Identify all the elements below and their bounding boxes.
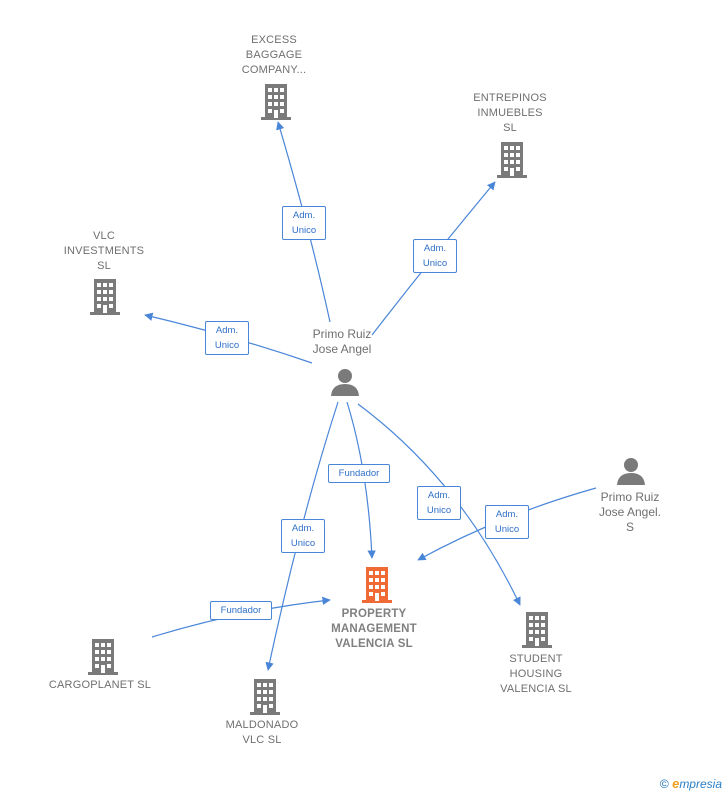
node-label-maldonado[interactable]: MALDONADO VLC SL	[225, 719, 299, 746]
edge-label-adm-entrepinos: Adm. Unico	[413, 239, 457, 273]
building-icon-maldonado	[250, 679, 280, 720]
building-icon-vlc	[90, 279, 120, 320]
node-label-excess[interactable]: EXCESS BAGGAGE COMPANY...	[241, 34, 307, 76]
node-label-property[interactable]: PROPERTY MANAGEMENT VALENCIA SL	[331, 608, 417, 650]
edge-label-adm-excess: Adm. Unico	[282, 206, 326, 240]
edge-label-fundador-property: Fundador	[328, 464, 390, 483]
copyright-icon: ©	[659, 777, 669, 791]
edge-label-adm-student: Adm. Unico	[417, 486, 461, 520]
brand-initial: e	[672, 776, 680, 791]
empresia-logo[interactable]: © empresia	[660, 776, 722, 791]
node-label-student[interactable]: STUDENT HOUSING VALENCIA SL	[500, 653, 572, 695]
building-icon-entrepinos	[497, 142, 527, 183]
building-icon-excess	[261, 84, 291, 125]
building-icon-cargoplanet	[88, 639, 118, 680]
person-icon-main	[330, 367, 360, 402]
edge-label-adm-vlc: Adm. Unico	[205, 321, 249, 355]
node-label-cargoplanet[interactable]: CARGOPLANET SL	[48, 679, 152, 691]
person-label-main[interactable]: Primo Ruiz Jose Angel	[312, 327, 372, 356]
building-icon-student	[522, 612, 552, 653]
edge-label-adm-person-s: Adm. Unico	[485, 505, 529, 539]
person-label-s[interactable]: Primo Ruiz Jose Angel. S	[598, 490, 662, 534]
building-icon-property	[362, 567, 392, 608]
brand-rest: mpresia	[679, 777, 722, 791]
person-icon-s	[616, 456, 646, 491]
node-label-vlc[interactable]: VLC INVESTMENTS SL	[63, 230, 145, 272]
node-label-entrepinos[interactable]: ENTREPINOS INMUEBLES SL	[473, 92, 547, 134]
edge-label-fundador-cargoplanet: Fundador	[210, 601, 272, 620]
edge-label-adm-maldonado: Adm. Unico	[281, 519, 325, 553]
